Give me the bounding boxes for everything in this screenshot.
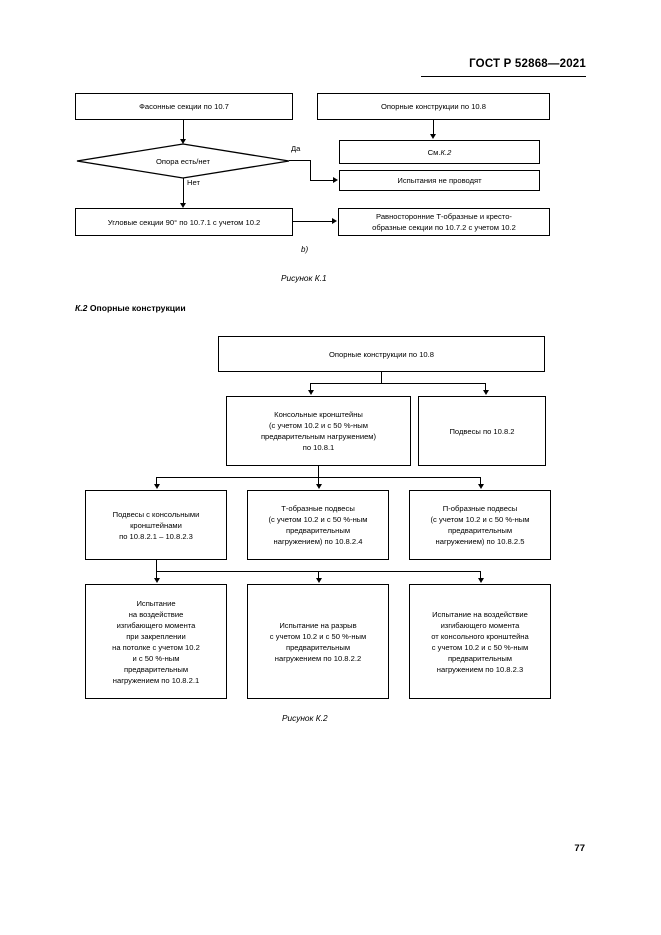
arrowhead-to-test-izgib-konsol: [477, 578, 484, 583]
arrowhead-to-t-obraznye: [315, 484, 322, 489]
edge-label-no: Нет: [187, 178, 200, 187]
box-sm-k2: См. К.2: [339, 140, 540, 164]
document-header-standard-title: ГОСТ Р 52868—2021: [469, 58, 586, 70]
connector-row3-right: [480, 477, 482, 485]
box-p-obraznye-podvesy: П-образные подвесы (с учетом 10.2 и с 50…: [409, 490, 551, 560]
arrowhead-to-test-izgib-potolok: [153, 578, 160, 583]
connector-row3-left: [156, 477, 158, 485]
page-number: 77: [574, 843, 585, 854]
edge-label-yes: Да: [291, 144, 301, 153]
box-podvesy-s-konsolnymi-kronshteynami: Подвесы с консольными кронштейнами по 10…: [85, 490, 227, 560]
sm-k2-prefix: См.: [427, 147, 441, 157]
arrowhead-to-podvesy-konsol: [153, 484, 160, 489]
header-rule: [421, 76, 586, 77]
connector-row4-stem: [156, 560, 158, 572]
decision-opora-est-net: Опора есть/нет: [76, 143, 290, 179]
box-uglovye-sektsii: Угловые секции 90° по 10.7.1 с учетом 10…: [75, 208, 293, 236]
box-ispytaniya-ne-provodyat: Испытания не проводят: [339, 170, 540, 191]
arrowhead-to-decision: [180, 139, 187, 144]
arrowhead-to-p-obraznye: [477, 484, 484, 489]
arrowhead-to-konsolnye: [307, 390, 314, 395]
connector-fasonnye-to-decision: [183, 120, 185, 141]
box-t-obraznye-podvesy: Т-образные подвесы (с учетом 10.2 и с 50…: [247, 490, 389, 560]
arrowhead-to-test-razryv: [315, 578, 322, 583]
sm-k2-reference: К.2: [440, 147, 452, 157]
connector-row4-middle: [318, 571, 320, 579]
arrowhead-to-ne-provodyat: [333, 177, 338, 184]
connector-opornye-to-sm-k2: [433, 120, 435, 135]
box-konsolnye-kronshteyny: Консольные кронштейны (с учетом 10.2 и с…: [226, 396, 411, 466]
box-podvesy-10-8-2: Подвесы по 10.8.2: [418, 396, 546, 466]
connector-root-bus: [310, 383, 486, 385]
figure-k1-caption: Рисунок К.1: [281, 273, 327, 283]
connector-row3-middle: [318, 477, 320, 485]
connector-yes-horizontal-2: [310, 180, 334, 182]
box-test-izgibayushchiy-moment-potolok: Испытание на воздействие изгибающего мом…: [85, 584, 227, 699]
connector-yes-vertical: [310, 160, 312, 181]
figure-k1-sub-caption: b): [301, 245, 309, 254]
section-heading-k2: К.2 Опорные конструкции: [75, 303, 186, 313]
arrowhead-to-podvesy: [482, 390, 489, 395]
connector-konsolnye-stem: [318, 466, 320, 478]
box-test-na-razryv: Испытание на разрыв с учетом 10.2 и с 50…: [247, 584, 389, 699]
connector-yes-horizontal-1: [289, 160, 311, 162]
box-test-izgibayushchiy-moment-konsol: Испытание на воздействие изгибающего мом…: [409, 584, 551, 699]
arrowhead-to-uglovye: [180, 203, 187, 208]
connector-uglovye-to-ravnostoronnie: [293, 221, 333, 223]
connector-row4-left: [156, 571, 158, 579]
section-number: К.2: [75, 303, 88, 313]
figure-k2-caption: Рисунок К.2: [282, 713, 328, 723]
box-opornye-konstruktsii-k1: Опорные конструкции по 10.8: [317, 93, 550, 120]
connector-no-vertical: [183, 178, 185, 204]
box-k2-root-opornye-konstruktsii: Опорные конструкции по 10.8: [218, 336, 545, 372]
connector-root-to-konsolnye: [310, 383, 312, 392]
connector-row4-right: [480, 571, 482, 579]
box-fasonnye-sektsii: Фасонные секции по 10.7: [75, 93, 293, 120]
arrowhead-to-sm-k2: [430, 134, 437, 139]
decision-label: Опора есть/нет: [155, 156, 210, 166]
arrowhead-to-ravnostoronnie: [332, 218, 337, 225]
connector-root-to-podvesy: [485, 383, 487, 392]
section-title: Опорные конструкции: [89, 303, 186, 313]
connector-root-stem: [381, 372, 383, 384]
box-ravnostoronnie-sektsii: Равносторонние Т-образные и кресто- обра…: [338, 208, 550, 236]
